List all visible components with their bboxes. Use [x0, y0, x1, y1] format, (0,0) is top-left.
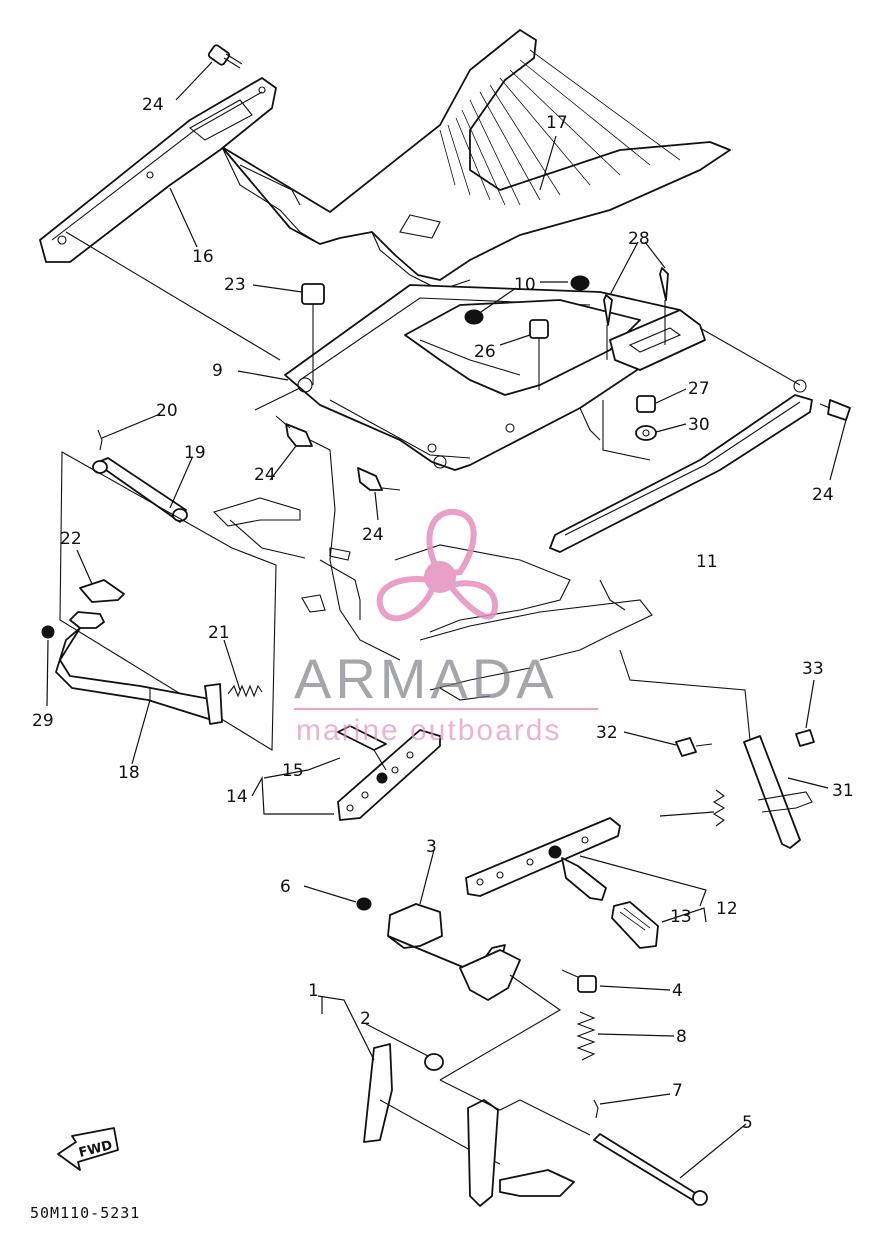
fwd-arrow-icon: FWD — [57, 1127, 119, 1171]
callout-12: 12 — [716, 899, 738, 919]
part-4-bolt — [561, 969, 597, 993]
part-14-15-left-footrest — [337, 725, 441, 821]
callout-28: 29 — [32, 711, 54, 731]
callout-24: 24 — [142, 95, 164, 115]
assembly-lines — [65, 231, 801, 1136]
frame-lower-tubes — [212, 439, 653, 701]
bolt-24-top — [207, 44, 243, 69]
part-22-plate — [79, 579, 125, 603]
callout-5: 5 — [742, 1113, 753, 1133]
part-8-spring — [576, 1011, 596, 1061]
part-12-13-right-footrest — [465, 817, 659, 949]
brake-group-outline — [59, 451, 277, 751]
part-21-spring — [227, 684, 263, 698]
callout-25: 26 — [474, 342, 496, 362]
callout-13: 13 — [670, 907, 692, 927]
callout-29: 30 — [688, 415, 710, 435]
callout-1: 1 — [308, 981, 319, 1001]
callout-3: 3 — [426, 837, 437, 857]
part-11-right-rail — [549, 379, 813, 553]
callout-17: 17 — [546, 113, 568, 133]
callout-6: 6 — [280, 877, 291, 897]
propeller-logo-icon — [376, 508, 499, 622]
watermark-rule — [294, 708, 598, 710]
callout-10: 10 — [514, 275, 536, 295]
part-30-side-stand — [675, 729, 815, 849]
callout-4: 4 — [672, 981, 683, 1001]
callout-16: 16 — [192, 247, 214, 267]
callout-8: 8 — [676, 1027, 687, 1047]
drawing-code: 50M110-5231 — [30, 1204, 140, 1222]
callout-15: 15 — [282, 761, 304, 781]
callout-27: 28 — [628, 229, 650, 249]
rear-bracket-plate — [609, 309, 706, 371]
callout-2: 2 — [360, 1009, 371, 1029]
part-1-main-stand — [363, 1043, 575, 1207]
callout-9: 9 — [212, 361, 223, 381]
watermark-brand: ARMADA — [294, 647, 558, 710]
callout-22: 22 — [60, 529, 82, 549]
main-frame — [284, 284, 701, 471]
part-18-brake-pedal — [41, 611, 223, 725]
callout-19: 19 — [184, 443, 206, 463]
part-19-shaft — [92, 429, 188, 523]
callout-14: 14 — [226, 787, 248, 807]
part-33-spring — [712, 789, 726, 827]
part-16-left-rail — [39, 77, 277, 263]
callout-30: 31 — [832, 781, 854, 801]
callout-21: 21 — [208, 623, 230, 643]
part-17-floor-panel — [221, 29, 731, 291]
callout-24: 24 — [812, 485, 834, 505]
callout-26: 27 — [688, 379, 710, 399]
callout-7: 7 — [672, 1081, 683, 1101]
callout-24: 24 — [254, 465, 276, 485]
part-3-bracket — [356, 897, 521, 1001]
callout-23: 23 — [224, 275, 246, 295]
callout-11: 11 — [696, 552, 718, 572]
part-5-pivot-rod — [593, 1099, 708, 1206]
callout-labels: 24 16 17 23 10 28 26 9 27 30 24 24 24 11… — [32, 95, 854, 1133]
callout-18: 18 — [118, 763, 140, 783]
fasteners-upper — [275, 267, 851, 491]
watermark-tagline: marine outboards — [296, 714, 561, 747]
leader-lines — [46, 61, 847, 1179]
callout-31: 32 — [596, 723, 618, 743]
callout-32: 33 — [802, 659, 824, 679]
watermark: ARMADA marine outboards — [294, 508, 598, 747]
callout-24: 24 — [362, 525, 384, 545]
callout-20: 20 — [156, 401, 178, 421]
